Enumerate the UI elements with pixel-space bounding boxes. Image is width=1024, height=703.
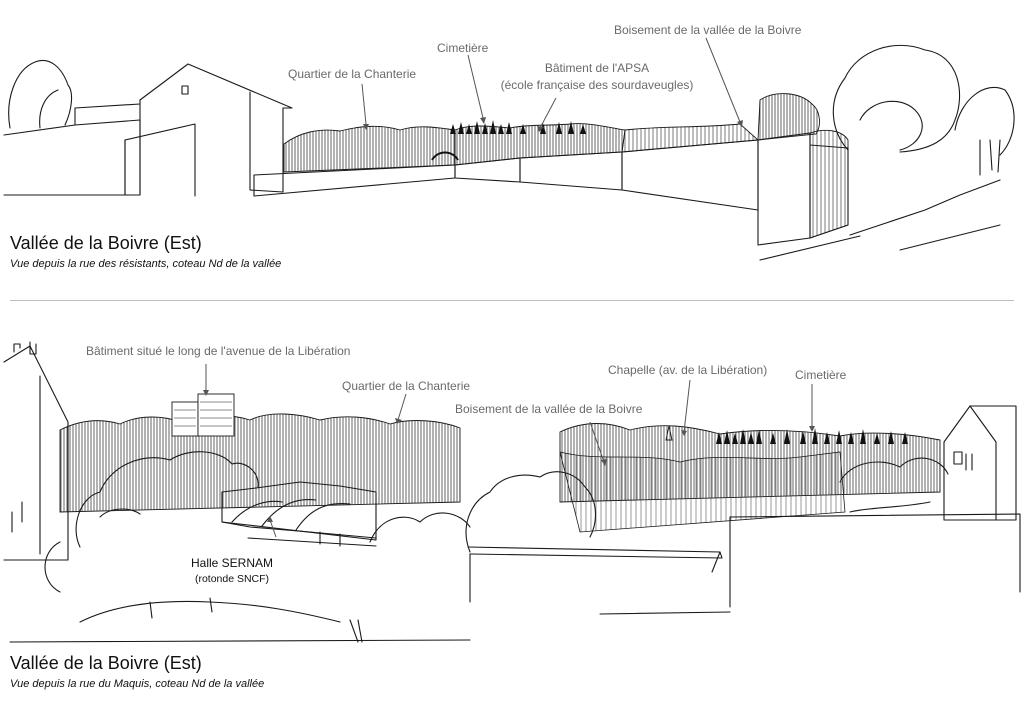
annotation-rotonde-sncf: (rotonde SNCF) (194, 573, 270, 585)
annotation-cimetiere: Cimetière (437, 41, 489, 55)
annotation-quartier-chanterie: Quartier de la Chanterie (342, 379, 471, 393)
panel-title: Vallée de la Boivre (Est) (10, 233, 202, 253)
annotation-batiment-apsa: Bâtiment de l'APSA (544, 61, 650, 75)
annotation-halle-sernam: Halle SERNAM (190, 556, 274, 570)
annotation-quartier-chanterie: Quartier de la Chanterie (288, 67, 417, 81)
top-landscape-sketch (3, 37, 1015, 261)
annotation-batiment-avenue-liberation: Bâtiment situé le long de l'avenue de la… (86, 344, 351, 358)
panel-divider (10, 300, 1014, 301)
bottom-sketch-panel: Bâtiment situé le long de l'avenue de la… (0, 302, 1024, 703)
annotation-cimetiere: Cimetière (795, 368, 847, 382)
top-sketch-panel: Quartier de la Chanterie Cimetière Bâtim… (0, 0, 1024, 295)
annotation-ecole-sourdaveugles: (école française des sourdaveugles) (500, 78, 694, 92)
annotation-boisement-boivre: Boisement de la vallée de la Boivre (614, 23, 802, 37)
panel-title: Vallée de la Boivre (Est) (10, 653, 202, 673)
annotation-chapelle: Chapelle (av. de la Libération) (608, 363, 768, 377)
panel-subtitle: Vue depuis la rue du Maquis, coteau Nd d… (10, 678, 265, 690)
leader-quartier-top (361, 83, 367, 125)
bottom-landscape-sketch (3, 341, 1021, 643)
panel-subtitle: Vue depuis la rue des résistants, coteau… (10, 258, 282, 270)
annotation-boisement-boivre: Boisement de la vallée de la Boivre (455, 402, 643, 416)
